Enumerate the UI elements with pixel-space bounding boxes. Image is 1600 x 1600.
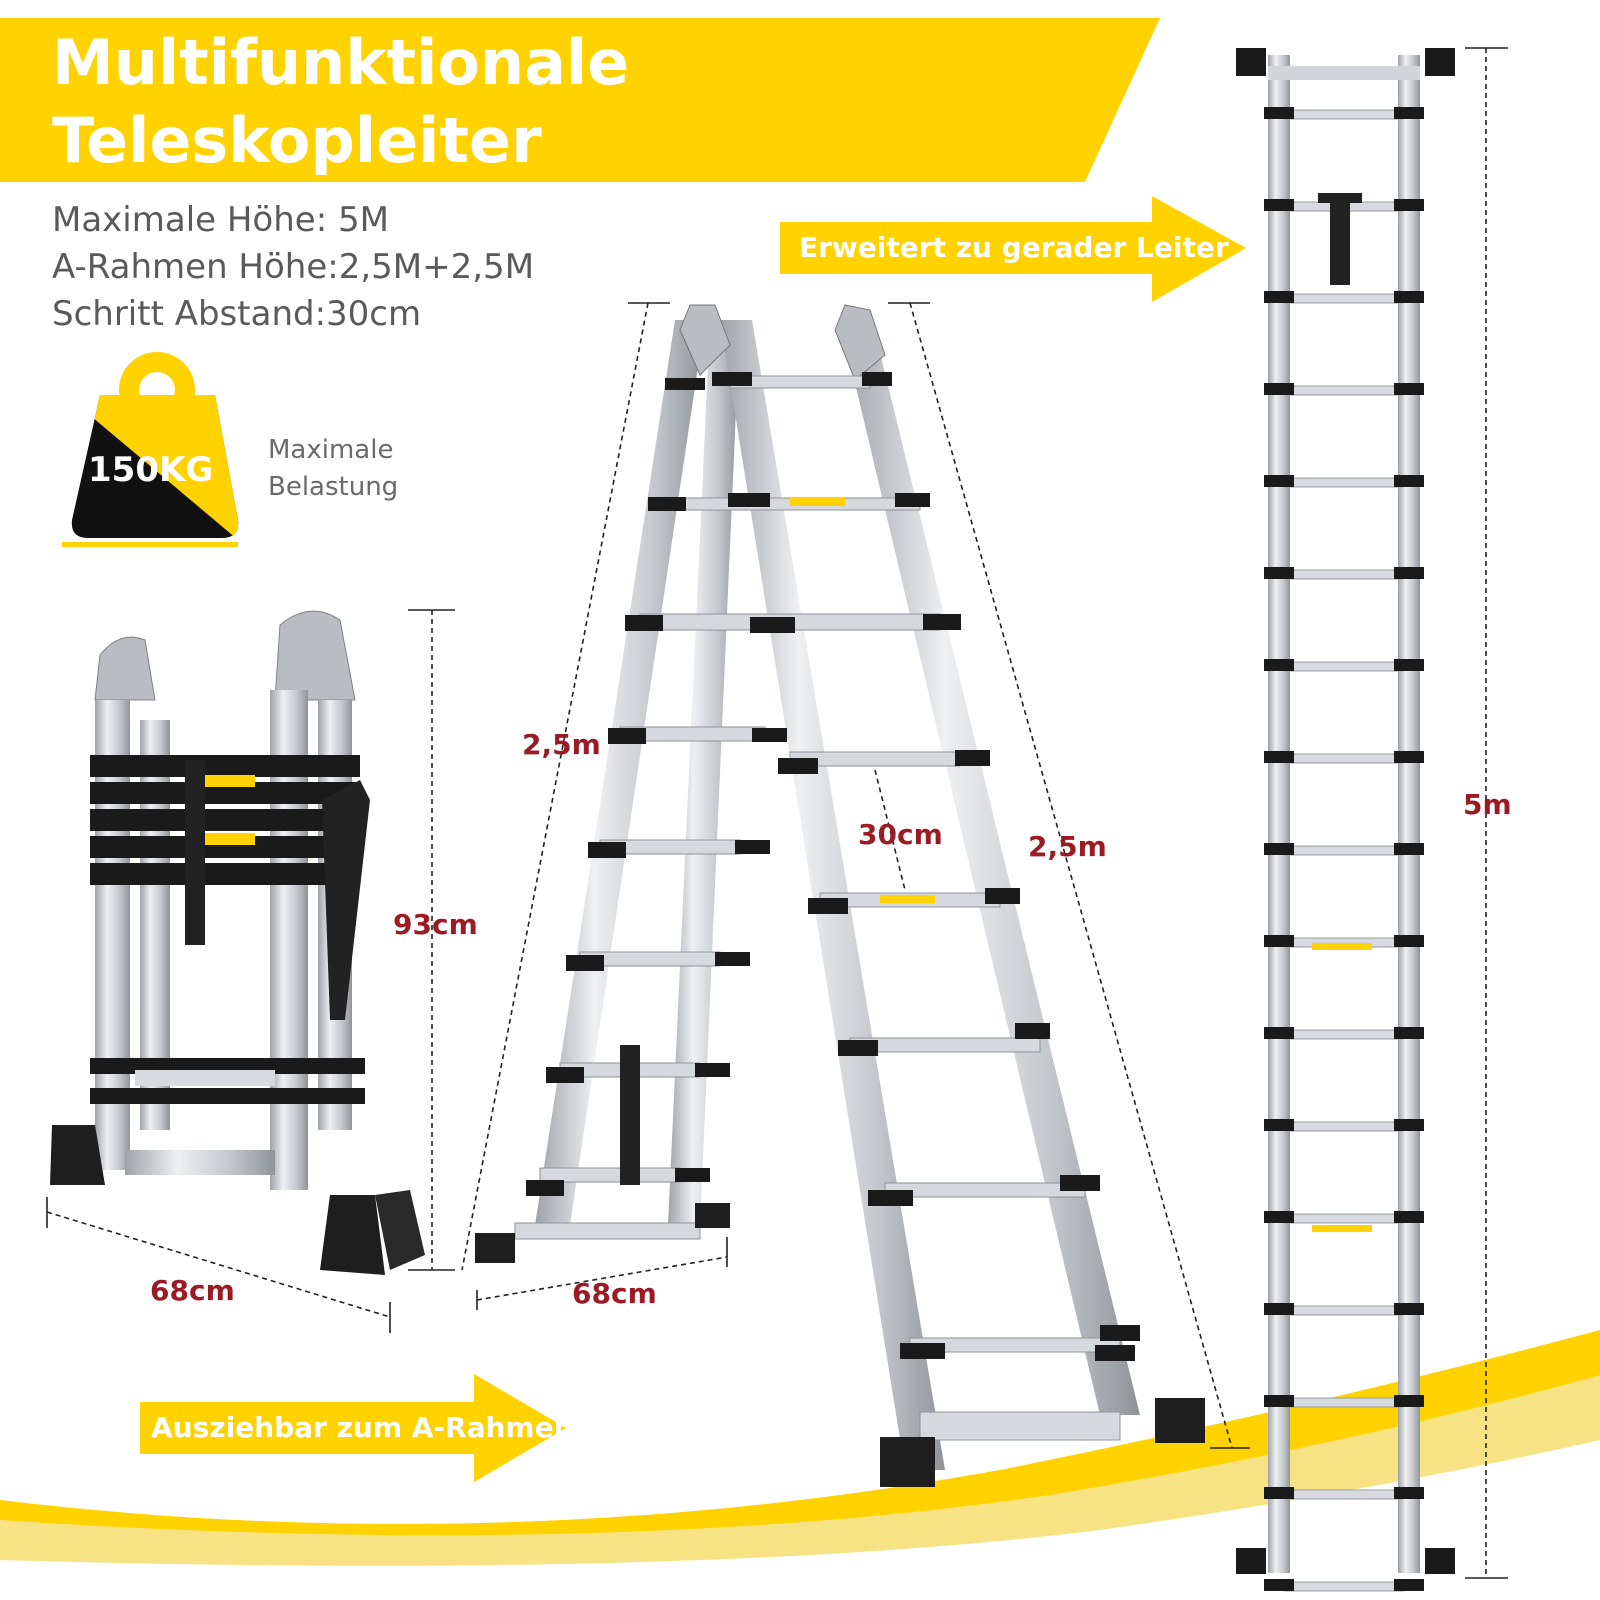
straight-ladder-band bbox=[1394, 1119, 1424, 1131]
dim-step-spacing: 30cm bbox=[858, 818, 943, 851]
straight-ladder-band bbox=[1394, 751, 1424, 763]
straight-ladder-band bbox=[1394, 567, 1424, 579]
straight-ladder-band bbox=[1394, 1211, 1424, 1223]
straight-ladder-band bbox=[1264, 1303, 1294, 1315]
spec-step-spacing: Schritt Abstand:30cm bbox=[52, 294, 422, 334]
straight-ladder-band bbox=[1394, 199, 1424, 211]
straight-ladder-band bbox=[1394, 843, 1424, 855]
straight-ladder-band bbox=[1264, 1579, 1294, 1591]
load-value: 150KG bbox=[88, 450, 214, 490]
straight-ladder-band bbox=[1394, 475, 1424, 487]
straight-ladder-band bbox=[1264, 1211, 1294, 1223]
straight-ladder-band bbox=[1264, 659, 1294, 671]
straight-ladder-band bbox=[1394, 1579, 1424, 1591]
arrow-label-straight: Erweitert zu gerader Leiter bbox=[799, 231, 1229, 264]
straight-ladder-band bbox=[1394, 107, 1424, 119]
straight-ladder-band bbox=[1394, 1487, 1424, 1499]
load-label-line-2: Belastung bbox=[268, 472, 399, 502]
straight-ladder-band bbox=[1394, 1027, 1424, 1039]
straight-ladder-band bbox=[1264, 383, 1294, 395]
straight-ladder-band bbox=[1264, 291, 1294, 303]
dim-a-frame-left-leg: 2,5m bbox=[522, 728, 601, 761]
straight-ladder-band bbox=[1394, 1395, 1424, 1407]
dim-folded-height: 93cm bbox=[393, 908, 478, 941]
load-label: Maximale Belastung bbox=[268, 432, 398, 506]
title-line-2: mit A-Gestell bbox=[52, 182, 507, 255]
straight-ladder-band bbox=[1394, 383, 1424, 395]
dim-a-frame-right-leg: 2,5m bbox=[1028, 830, 1107, 863]
straight-ladder-rungs bbox=[1264, 107, 1424, 1592]
page-title: Multifunktionale Teleskopleiter mit A-Ge… bbox=[52, 24, 1052, 258]
title-line-1: Multifunktionale Teleskopleiter bbox=[52, 26, 630, 177]
straight-ladder-band bbox=[1264, 1027, 1294, 1039]
straight-ladder-band bbox=[1394, 659, 1424, 671]
load-label-line-1: Maximale bbox=[268, 435, 394, 465]
spec-a-frame-height: A-Rahmen Höhe:2,5M+2,5M bbox=[52, 247, 535, 287]
straight-ladder-band bbox=[1264, 751, 1294, 763]
straight-ladder-band bbox=[1264, 1395, 1294, 1407]
straight-ladder-band bbox=[1264, 1487, 1294, 1499]
straight-ladder-band bbox=[1264, 199, 1294, 211]
dim-a-frame-width: 68cm bbox=[572, 1277, 657, 1310]
straight-ladder-band bbox=[1264, 567, 1294, 579]
straight-ladder-band bbox=[1264, 843, 1294, 855]
straight-ladder-band bbox=[1264, 935, 1294, 947]
straight-ladder-band bbox=[1264, 1119, 1294, 1131]
arrow-label-a-frame: Ausziehbar zum A-Rahmen bbox=[151, 1411, 574, 1444]
straight-ladder-band bbox=[1264, 107, 1294, 119]
dim-straight-height: 5m bbox=[1463, 788, 1512, 821]
straight-ladder-band bbox=[1264, 475, 1294, 487]
straight-ladder-band bbox=[1394, 935, 1424, 947]
straight-ladder-band bbox=[1394, 1303, 1424, 1315]
spec-max-height: Maximale Höhe: 5M bbox=[52, 200, 389, 240]
dim-folded-width: 68cm bbox=[150, 1274, 235, 1307]
straight-ladder-band bbox=[1394, 291, 1424, 303]
